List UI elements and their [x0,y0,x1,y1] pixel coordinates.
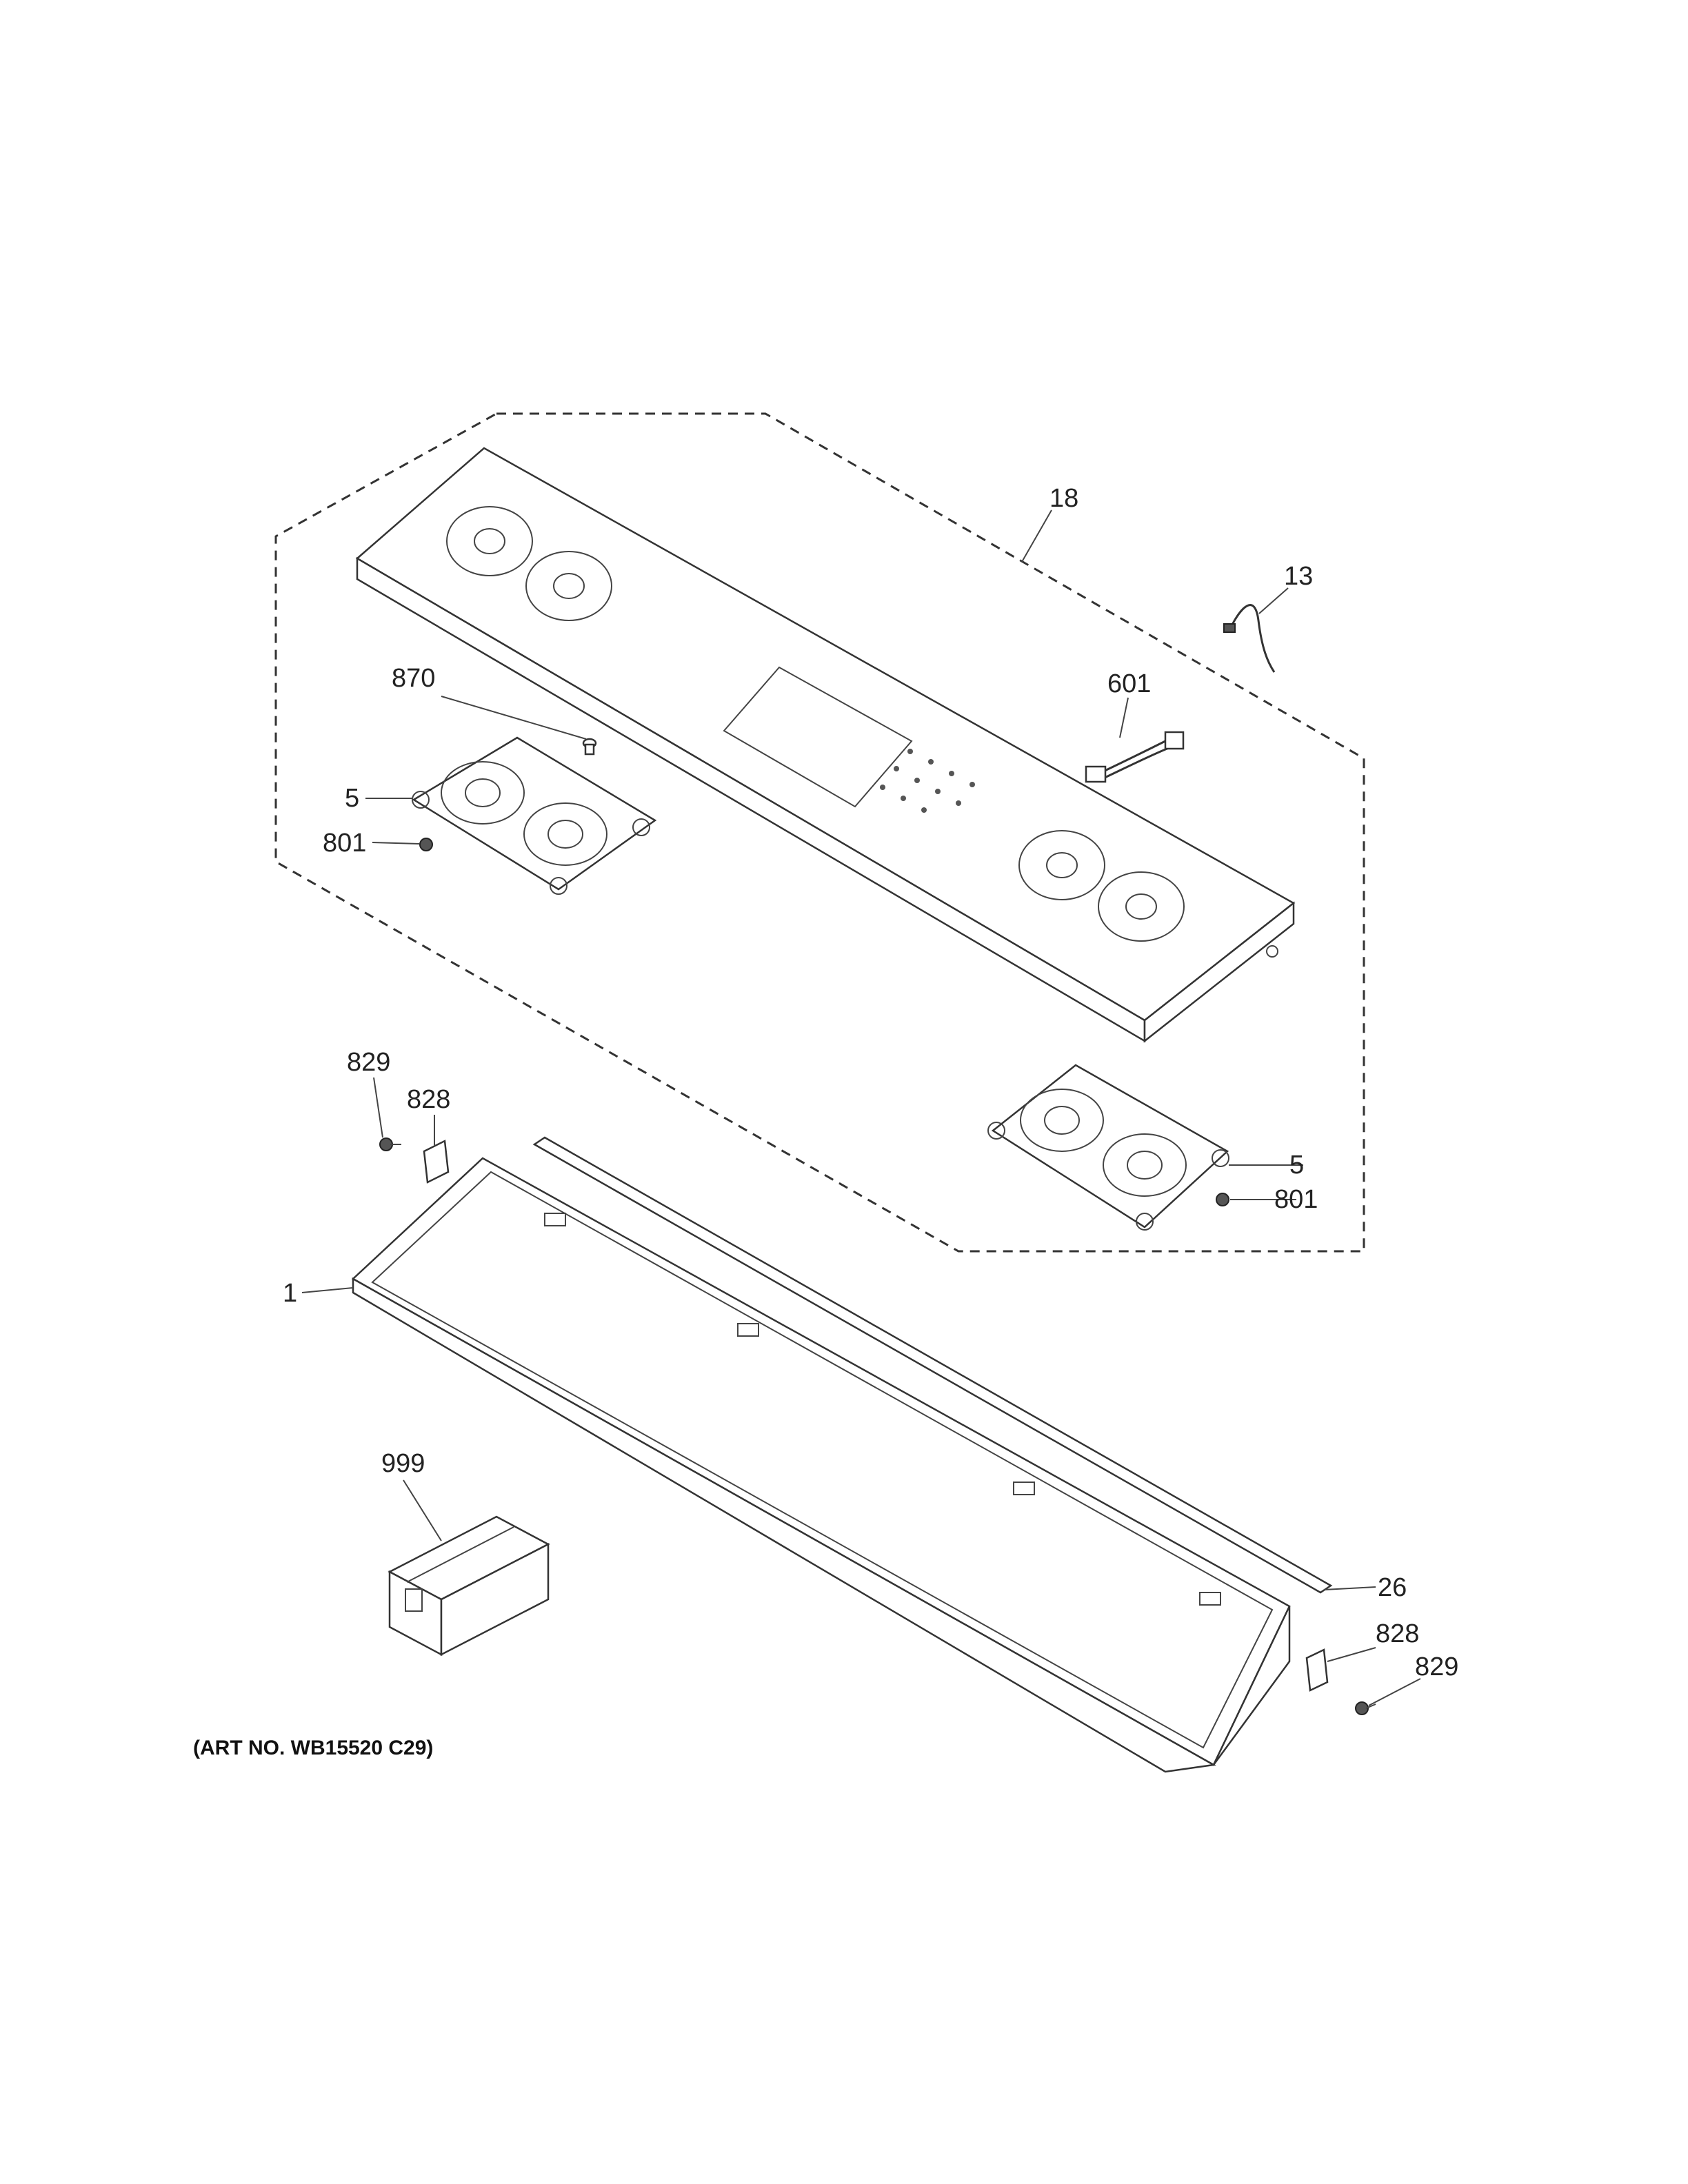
frame-1 [351,1157,1291,1773]
callout-601: 601 [1107,669,1151,698]
control-panel-assembly [355,447,1296,1043]
screw-801-right [1216,1193,1229,1206]
callout-829-right: 829 [1415,1652,1458,1681]
screw-801-left [419,838,433,851]
callout-26: 26 [1378,1573,1407,1602]
panel-keypad [880,749,975,813]
clip-828-right [1305,1648,1329,1692]
knob-bracket-5-left [412,736,657,895]
assembly-boundary-dashed [274,412,1365,1253]
callout-828-left: 828 [407,1085,450,1114]
clip-828-left [423,1140,450,1184]
screw-870 [582,738,597,756]
callout-5-left: 5 [345,784,359,813]
leader-lines [301,509,1421,1706]
package-999 [388,1515,550,1657]
screw-829-right [1355,1701,1376,1715]
wire-harness-601 [1085,731,1185,783]
callout-828-right: 828 [1376,1619,1419,1648]
panel-knob-ring-right-1 [1018,830,1105,900]
panel-knob-ring-right-2 [1098,871,1185,942]
panel-knob-ring-left-1 [446,506,533,576]
art-number: (ART NO. WB15520 C29) [193,1737,433,1759]
wire-harness-13 [1229,604,1276,673]
knob-bracket-5-right [987,1064,1229,1231]
panel-knob-ring-left-2 [525,551,612,621]
callout-13: 13 [1284,562,1313,591]
callout-801-right: 801 [1274,1185,1318,1214]
callout-999: 999 [381,1449,425,1478]
callout-829-left: 829 [347,1048,390,1077]
callout-5-right: 5 [1289,1151,1304,1180]
callout-801-left: 801 [323,829,366,858]
callout-1: 1 [283,1279,297,1308]
trim-strip-26 [532,1136,1333,1594]
callout-870: 870 [392,664,435,693]
screw-829-left [379,1138,401,1151]
callout-18: 18 [1049,484,1078,513]
